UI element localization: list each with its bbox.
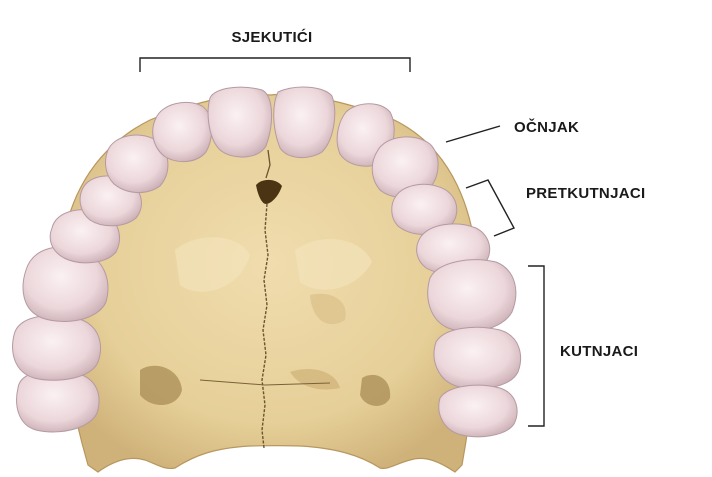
tooth-molar-right-1 bbox=[428, 260, 516, 332]
tooth-molar-right-2 bbox=[434, 327, 521, 388]
molars-bracket bbox=[528, 266, 544, 426]
label-premolars: PRETKUTNJACI bbox=[526, 185, 645, 202]
tooth-molar-left-2 bbox=[13, 315, 101, 380]
tooth-incisor-central-right bbox=[274, 87, 335, 158]
tooth-molar-right-3 bbox=[439, 385, 517, 437]
label-incisors: SJEKUTIĆI bbox=[231, 28, 312, 46]
tooth-incisor-lateral-left bbox=[153, 102, 212, 161]
incisors-bracket bbox=[140, 58, 410, 72]
label-molars: KUTNJACI bbox=[560, 343, 638, 360]
canine-pointer-line bbox=[446, 126, 500, 142]
label-canine: OČNJAK bbox=[514, 118, 579, 136]
tooth-incisor-central-left bbox=[208, 87, 271, 157]
